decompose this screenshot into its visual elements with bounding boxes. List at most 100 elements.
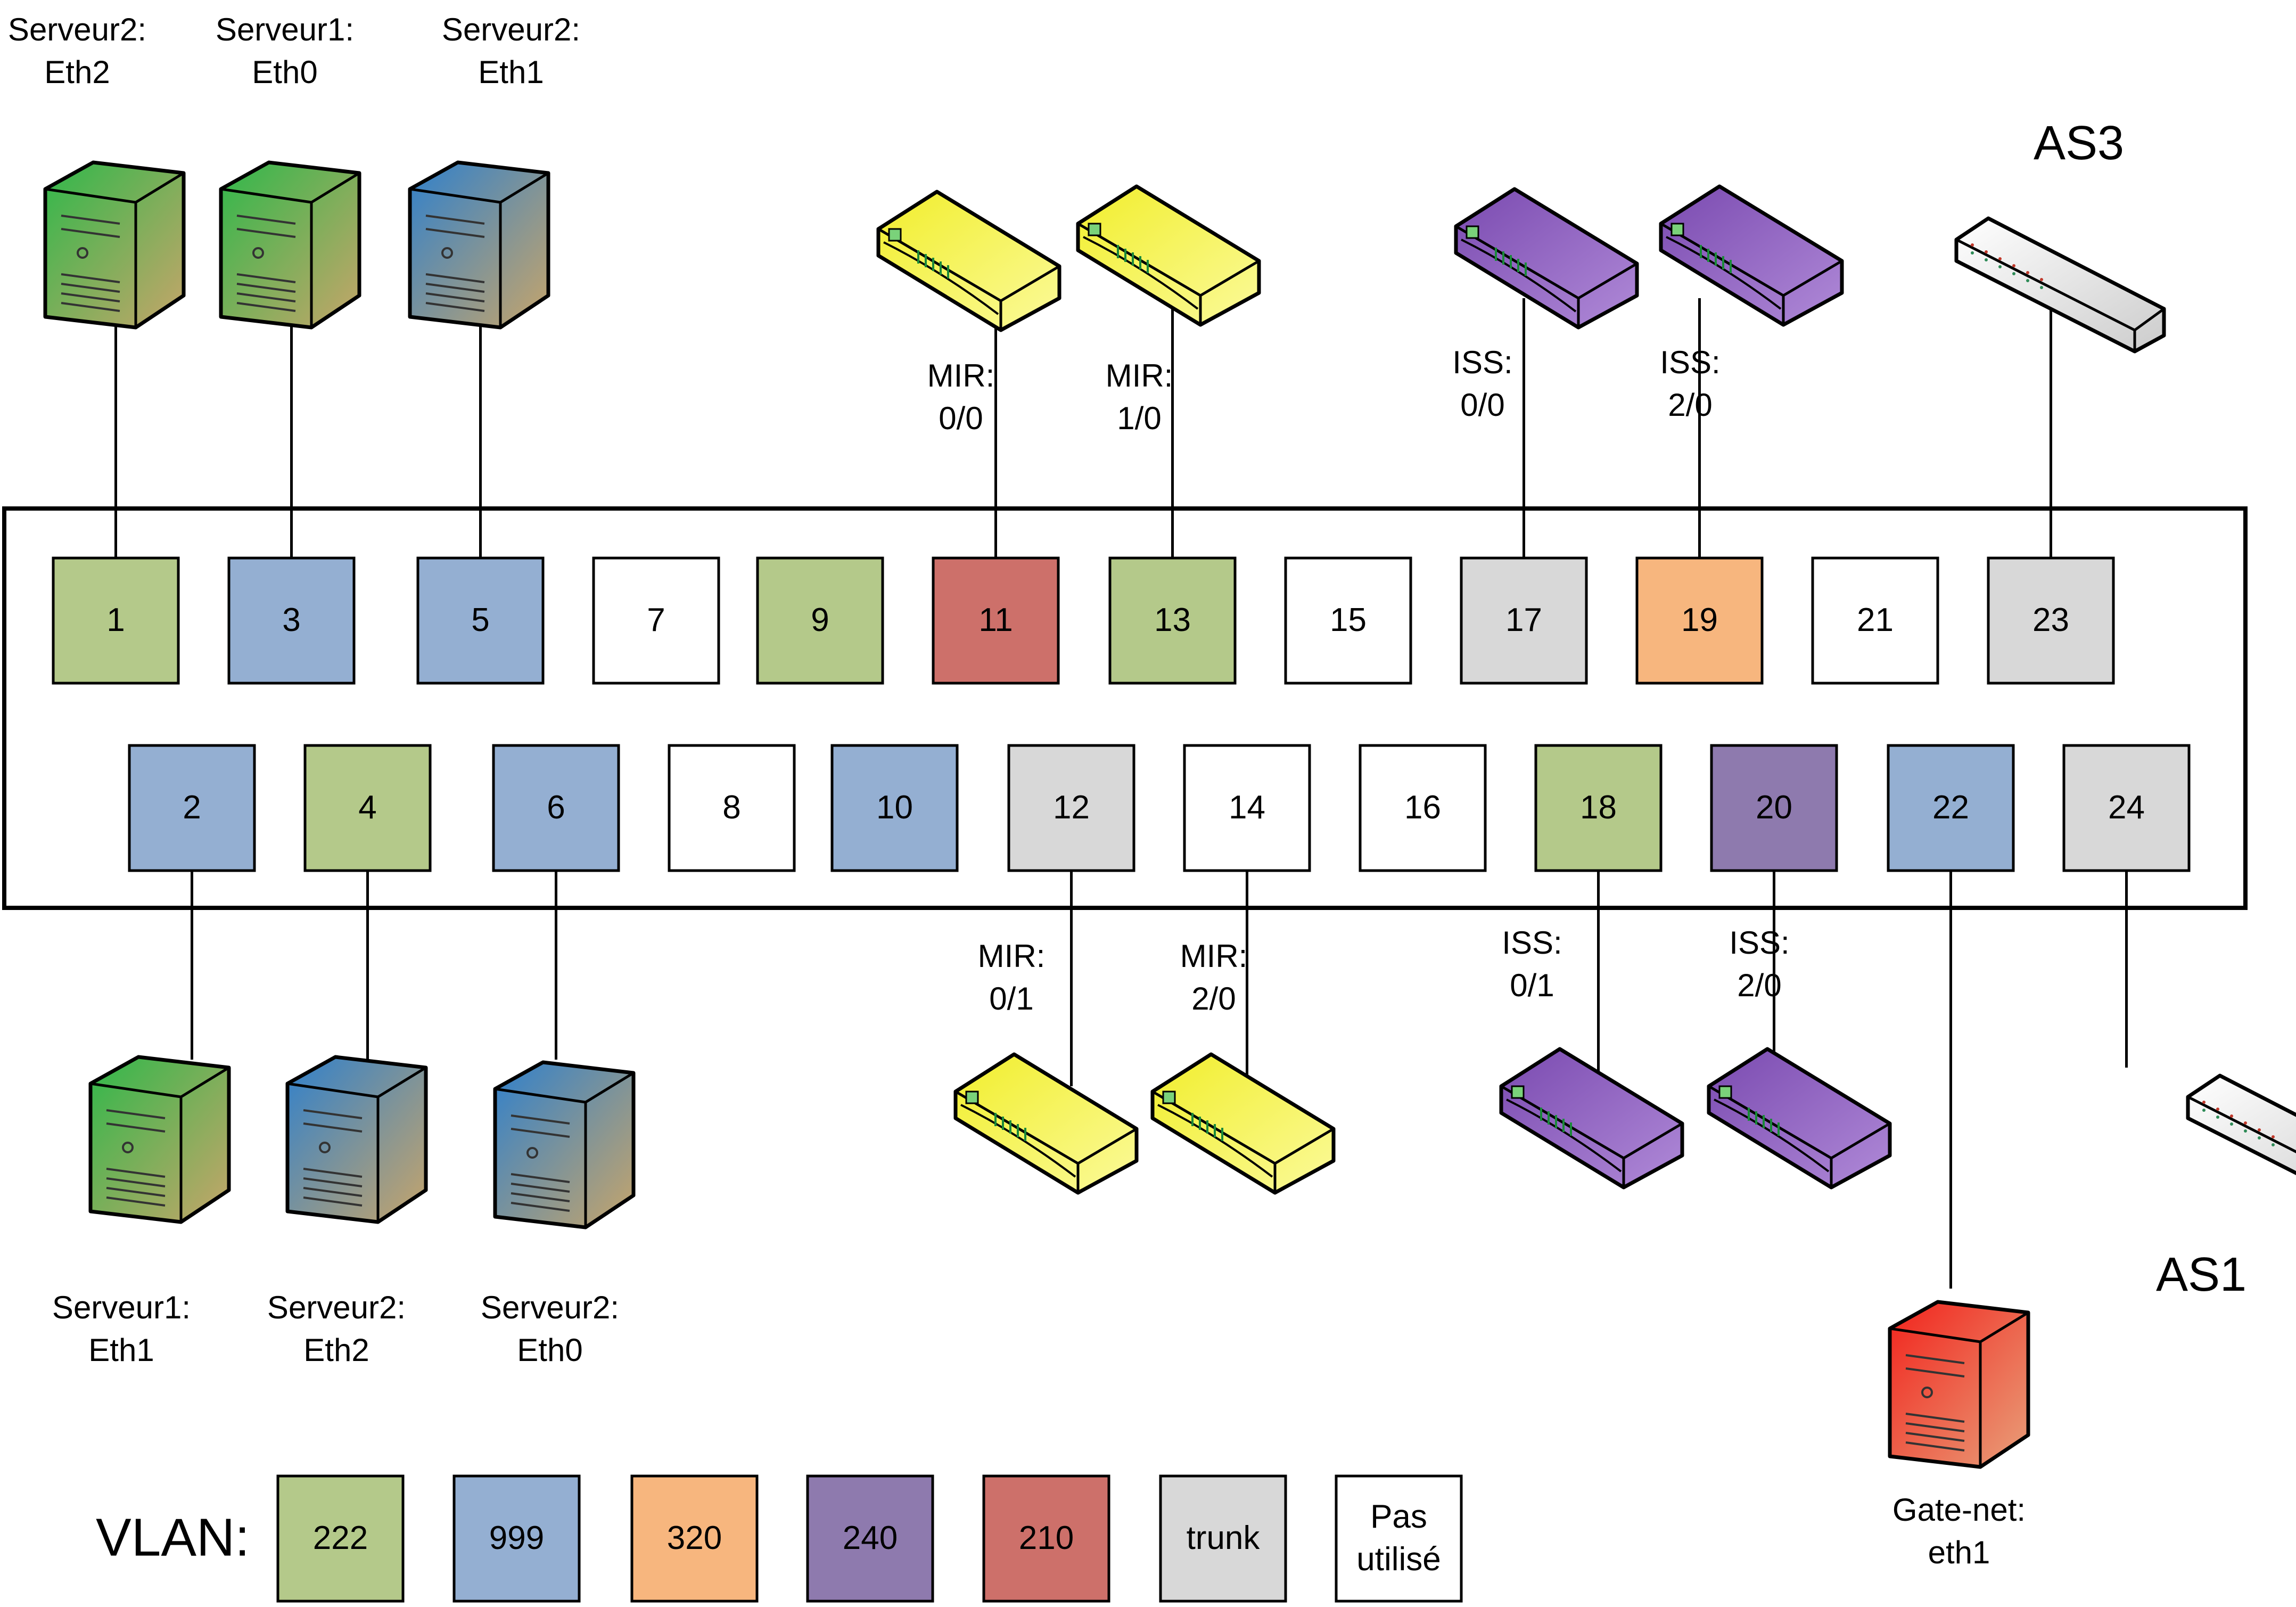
device-label-port-20: 2/0 xyxy=(1737,968,1781,1003)
port-number: 15 xyxy=(1330,602,1367,638)
port-number: 11 xyxy=(978,602,1013,638)
device-label-port-2: Serveur1: xyxy=(52,1290,191,1325)
router-icon xyxy=(1076,184,1261,327)
legend-label-240: 240 xyxy=(843,1520,898,1556)
device-label-port-19: ISS: xyxy=(1660,345,1720,380)
device-label-port-17: ISS: xyxy=(1452,345,1512,380)
port-15 xyxy=(1284,556,1412,685)
router-icon xyxy=(1499,1047,1684,1190)
device-label-port-20: ISS: xyxy=(1729,925,1789,961)
port-10 xyxy=(830,744,959,872)
legend-label-unused: Pas xyxy=(1370,1498,1427,1535)
legend-label-210: 210 xyxy=(1019,1520,1074,1556)
port-23 xyxy=(1987,556,2115,685)
port-number: 4 xyxy=(358,789,376,826)
port-number: 22 xyxy=(1932,789,1969,826)
legend-swatch-trunk xyxy=(1159,1474,1287,1603)
port-14 xyxy=(1183,744,1311,872)
device-label-port-12: MIR: xyxy=(978,938,1046,974)
switch-icon xyxy=(2186,1073,2296,1175)
port-22 xyxy=(1887,744,2015,872)
device-label-port-4: Serveur2: xyxy=(267,1290,406,1325)
legend-label-unused: utilisé xyxy=(1356,1541,1441,1578)
legend-label-trunk: trunk xyxy=(1187,1520,1261,1556)
router-icon xyxy=(1150,1052,1336,1195)
port-number: 10 xyxy=(876,789,913,826)
device-label-port-6: Serveur2: xyxy=(481,1290,619,1325)
port-number: 3 xyxy=(282,602,300,638)
device-label-port-6: Eth0 xyxy=(517,1332,582,1368)
port-3 xyxy=(227,556,356,685)
port-number: 17 xyxy=(1505,602,1542,638)
router-icon xyxy=(1454,187,1639,330)
device-label-port-14: MIR: xyxy=(1180,938,1248,974)
port-number: 16 xyxy=(1404,789,1441,826)
legend-swatch-222 xyxy=(276,1474,405,1603)
device-label-port-5: Eth1 xyxy=(478,54,544,90)
port-9 xyxy=(756,556,884,685)
device-label-port-24: AS1 xyxy=(2156,1248,2246,1301)
port-number: 2 xyxy=(183,789,201,826)
legend-swatch-unused xyxy=(1335,1474,1463,1603)
vlan-legend: VLAN: 222 999 320 240 210 trunk Pas utilisé xyxy=(96,1474,1463,1603)
server-icon xyxy=(285,1055,428,1224)
device-label-port-11: MIR: xyxy=(927,358,995,393)
port-8 xyxy=(668,744,796,872)
router-icon xyxy=(953,1052,1139,1195)
port-18 xyxy=(1534,744,1663,872)
port-5 xyxy=(416,556,545,685)
legend-swatch-999 xyxy=(452,1474,581,1603)
port-number: 23 xyxy=(2032,602,2069,638)
port-number: 13 xyxy=(1154,602,1191,638)
port-number: 20 xyxy=(1756,789,1792,826)
legend-label-999: 999 xyxy=(489,1520,544,1556)
device-label-port-23: AS3 xyxy=(2034,117,2124,170)
legend-label-222: 222 xyxy=(313,1520,368,1556)
legend-swatch-240 xyxy=(806,1474,934,1603)
device-label-port-4: Eth2 xyxy=(303,1332,369,1368)
device-label-port-19: 2/0 xyxy=(1668,387,1712,423)
device-label-port-3: Eth0 xyxy=(252,54,317,90)
port-13 xyxy=(1108,556,1237,685)
server-icon xyxy=(43,160,186,330)
port-number: 21 xyxy=(1857,602,1894,638)
device-label-port-13: MIR: xyxy=(1106,358,1173,393)
device-label-port-11: 0/0 xyxy=(939,400,983,436)
port-number: 14 xyxy=(1229,789,1265,826)
port-17 xyxy=(1460,556,1588,685)
legend-swatch-210 xyxy=(982,1474,1110,1603)
port-number: 24 xyxy=(2108,789,2145,826)
label-group: Serveur2:Eth2Serveur1:Eth0Serveur2:Eth1M… xyxy=(8,12,2246,1570)
port-number: 5 xyxy=(471,602,489,638)
legend-label-320: 320 xyxy=(667,1520,722,1556)
device-label-port-22: eth1 xyxy=(1928,1535,1990,1570)
server-icon xyxy=(1888,1300,2030,1469)
device-label-port-1: Serveur2: xyxy=(8,12,146,47)
port-number: 12 xyxy=(1053,789,1090,826)
switch-frame xyxy=(2,506,2248,910)
port-11 xyxy=(932,556,1060,685)
device-label-port-2: Eth1 xyxy=(88,1332,154,1368)
device-label-port-1: Eth2 xyxy=(44,54,110,90)
server-icon xyxy=(408,160,550,330)
port-number: 19 xyxy=(1681,602,1718,638)
device-label-port-13: 1/0 xyxy=(1117,400,1161,436)
port-16 xyxy=(1359,744,1487,872)
router-icon xyxy=(876,190,1061,332)
port-12 xyxy=(1007,744,1135,872)
port-4 xyxy=(303,744,432,872)
port-1 xyxy=(52,556,180,685)
server-icon xyxy=(219,160,361,330)
port-number: 8 xyxy=(722,789,740,826)
router-icon xyxy=(1659,184,1844,327)
device-label-port-18: ISS: xyxy=(1502,925,1562,961)
device-label-port-3: Serveur1: xyxy=(216,12,354,47)
port-21 xyxy=(1811,556,1939,685)
legend-title: VLAN: xyxy=(96,1507,250,1567)
port-number: 6 xyxy=(547,789,565,826)
legend-swatch-320 xyxy=(630,1474,759,1603)
device-label-port-5: Serveur2: xyxy=(442,12,580,47)
